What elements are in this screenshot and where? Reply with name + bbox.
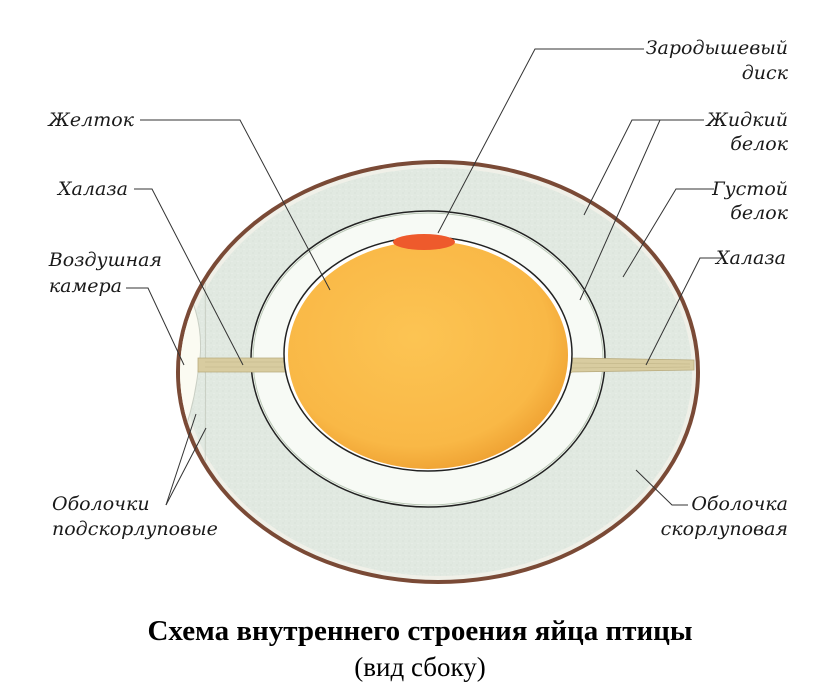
label-embryo-disc-line1: Зародышевый [646,37,788,59]
leader-liquid-white-2 [579,119,704,301]
leader-air-cell [126,287,185,366]
leader-inner-membranes-1 [165,413,197,506]
leader-inner-membranes-2 [165,427,207,506]
label-inner-membranes-line2: подскорлуповые [52,518,218,540]
air-cell [180,238,202,502]
label-embryo-disc-line2: диск [742,62,789,84]
leader-liquid-white-1 [583,119,704,216]
label-chalaza-right: Халаза [714,247,786,269]
label-liquid-white-line2: белок [730,133,788,155]
label-thick-white-line1: Густой [711,178,788,200]
label-air-cell-line2: камера [49,275,122,297]
leader-chalaza-right [645,257,724,366]
leader-shell-membrane [635,469,688,506]
embryo-disc [393,234,455,250]
caption-subtitle: (вид сбоку) [354,652,485,682]
label-shell-membrane-line2: скорлуповая [661,518,788,540]
label-inner-membranes-line1: Оболочки [52,493,150,515]
label-yolk: Желток [47,109,135,131]
label-chalaza-left: Халаза [56,178,128,200]
label-air-cell-line1: Воздушная [48,249,162,271]
leader-yolk [140,119,331,291]
label-liquid-white-line1: Жидкий [705,109,788,131]
leader-thick-white [622,188,714,278]
caption-title: Схема внутреннего строения яйца птицы [147,615,692,647]
leader-embryo-disc [437,48,644,234]
inner-membrane-line [204,249,206,496]
leader-chalaza-left [134,188,244,366]
label-thick-white-line2: белок [730,202,788,224]
yolk [288,241,568,469]
label-shell-membrane-line1: Оболочка [691,493,788,515]
